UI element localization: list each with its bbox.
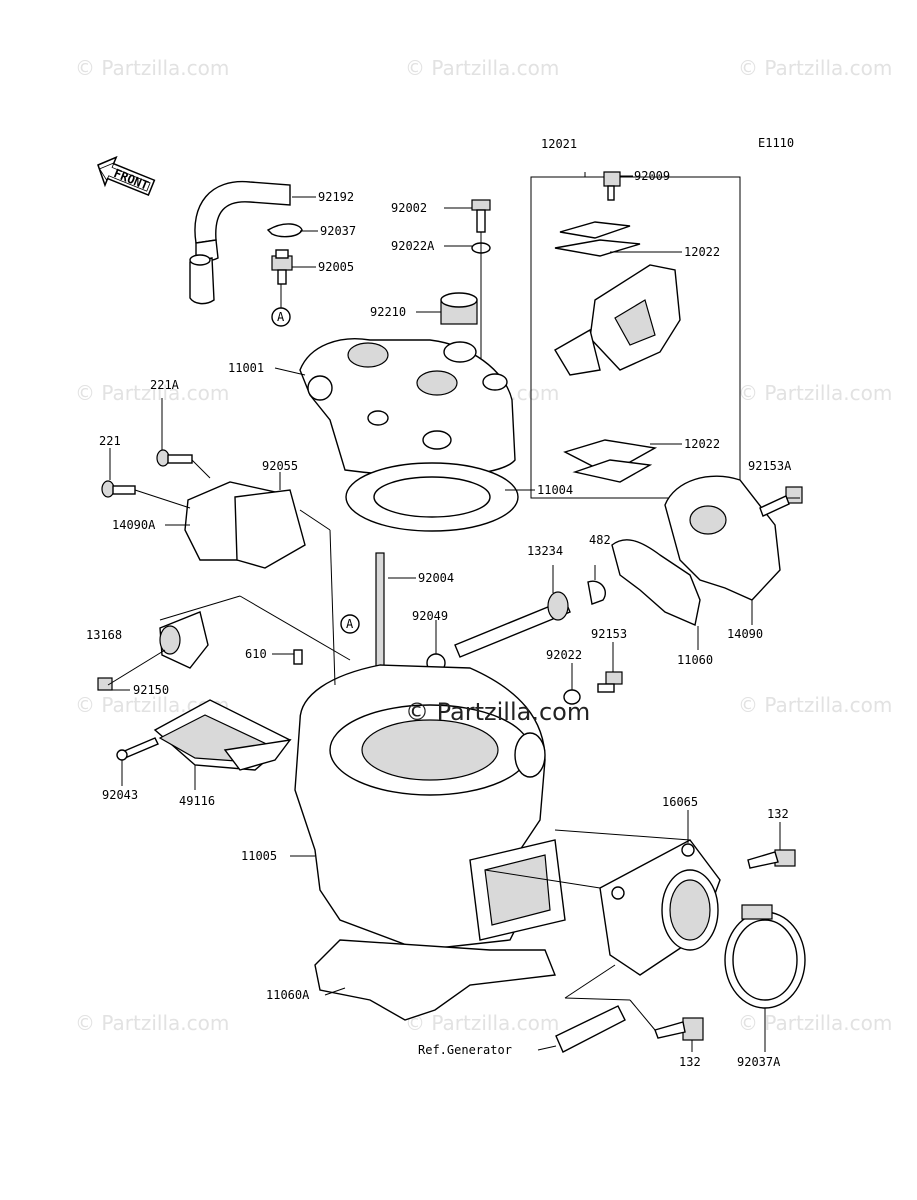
part-label: 11004	[537, 483, 573, 497]
center-watermark: © Partzilla.com	[405, 698, 590, 726]
cover-gasket-2	[611, 539, 701, 626]
hose-clamp	[724, 904, 806, 1009]
part-label: 12022	[684, 437, 720, 451]
leader-line	[107, 649, 166, 686]
circlip	[587, 580, 606, 605]
part-label: 92037A	[737, 1055, 781, 1069]
part-label: 11005	[241, 849, 277, 863]
bolt	[654, 1017, 704, 1041]
watermark: © Partzilla.com	[738, 56, 892, 80]
head-gasket	[345, 462, 519, 532]
spring	[97, 677, 113, 691]
power-valve-cover	[664, 475, 781, 601]
intake-manifold	[599, 839, 721, 976]
pin	[116, 737, 159, 761]
front-arrow-icon: FRONT	[97, 155, 156, 197]
watermark: © Partzilla.com	[405, 56, 559, 80]
part-label: 482	[589, 533, 611, 547]
part-label: 92022	[546, 648, 582, 662]
nut	[440, 292, 478, 325]
base-gasket	[314, 939, 556, 1021]
part-label: 11001	[228, 361, 264, 375]
generator-plate	[555, 1005, 626, 1053]
bolt	[471, 199, 491, 233]
exhaust-valve	[153, 699, 292, 771]
leader-lines	[109, 175, 800, 1052]
dowel-pin	[293, 649, 303, 665]
fitting	[271, 249, 293, 285]
bolt	[747, 849, 796, 869]
watermark: © Partzilla.com	[405, 1011, 559, 1035]
watermark: © Partzilla.com	[75, 56, 229, 80]
leader-line	[159, 595, 241, 621]
part-label: 92022A	[391, 239, 435, 253]
ref-generator-label: Ref.Generator	[418, 1043, 512, 1057]
part-label: 11060A	[266, 988, 310, 1002]
screw	[101, 480, 136, 498]
reed-valve	[554, 171, 681, 483]
part-label: 610	[245, 647, 267, 661]
part-label: 92153	[591, 627, 627, 641]
ref-marker-a-label: A	[346, 617, 354, 631]
part-label: 92004	[418, 571, 454, 585]
part-label: 92037	[320, 224, 356, 238]
diagram-code: E1110	[758, 136, 794, 150]
part-label: 221A	[150, 378, 180, 392]
reed-valve-group-box	[530, 172, 741, 499]
part-label: 92049	[412, 609, 448, 623]
part-label: 132	[767, 807, 789, 821]
watermark: © Partzilla.com	[75, 1011, 229, 1035]
part-label: 11060	[677, 653, 713, 667]
hose-clip	[266, 223, 303, 238]
watermark: © Partzilla.com	[738, 381, 892, 405]
part-label: 16065	[662, 795, 698, 809]
ref-marker-a	[340, 614, 360, 634]
watermark: © Partzilla.com	[738, 693, 892, 717]
screw	[156, 449, 193, 467]
coolant-hose	[189, 180, 291, 305]
part-label: 49116	[179, 794, 215, 808]
part-label: 221	[99, 434, 121, 448]
part-label: 92192	[318, 190, 354, 204]
part-label: 12022	[684, 245, 720, 259]
part-label: 92005	[318, 260, 354, 274]
bolt	[597, 671, 623, 693]
watermark: © Partzilla.com	[738, 1011, 892, 1035]
valve-lever	[159, 611, 209, 669]
cylinder-head	[299, 338, 516, 477]
part-label: 92002	[391, 201, 427, 215]
cover-gasket	[234, 489, 306, 569]
part-label: 14090	[727, 627, 763, 641]
part-label: 132	[679, 1055, 701, 1069]
part-label: 92210	[370, 305, 406, 319]
leader-line	[239, 595, 351, 661]
part-labels: 92192 92037 92005 92002 92022A 92210 110…	[86, 137, 792, 1069]
watermark: © Partzilla.com	[75, 381, 229, 405]
part-label: 13168	[86, 628, 122, 642]
part-label: 92055	[262, 459, 298, 473]
cylinder	[294, 664, 566, 951]
bolt	[759, 486, 803, 517]
part-label: 92043	[102, 788, 138, 802]
ref-marker-a-label: A	[277, 310, 285, 324]
valve-rod	[454, 591, 571, 658]
part-label: 92150	[133, 683, 169, 697]
part-label: 12021	[541, 137, 577, 151]
part-label: 92009	[634, 169, 670, 183]
part-label: 92153A	[748, 459, 792, 473]
part-label: 14090A	[112, 518, 156, 532]
part-label: 13234	[527, 544, 563, 558]
